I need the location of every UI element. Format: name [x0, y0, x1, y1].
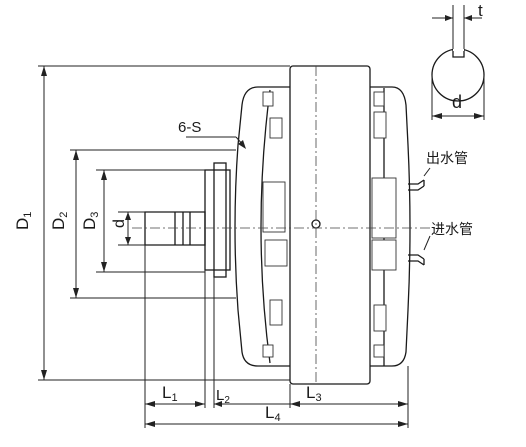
key-detail — [431, 5, 485, 120]
label-L3: L3 — [306, 383, 322, 404]
label-t: t — [478, 1, 483, 20]
dim-D3 — [101, 170, 107, 272]
label-d-key: d — [452, 92, 462, 112]
bolt-leader — [186, 136, 246, 149]
dim-L4 — [145, 421, 408, 427]
label-L4: L4 — [265, 403, 281, 424]
label-D2: D2 — [49, 212, 70, 230]
label-D3: D3 — [80, 212, 101, 230]
dim-L3 — [214, 401, 408, 407]
label-outlet: 出水管 — [426, 150, 468, 166]
label-L2: L2 — [216, 387, 230, 406]
label-L1: L1 — [162, 383, 178, 404]
water-pipes — [408, 179, 425, 266]
label-inlet: 进水管 — [431, 221, 473, 237]
dim-d-side — [125, 212, 131, 245]
brake-body — [144, 65, 425, 385]
outlet-leader — [423, 167, 431, 177]
right-fins — [371, 91, 397, 358]
extension-lines — [38, 65, 290, 381]
dim-D2 — [73, 150, 79, 298]
inlet-leader — [423, 235, 431, 251]
dim-D1 — [41, 66, 47, 380]
left-fins — [262, 91, 288, 358]
label-D1: D1 — [13, 212, 34, 230]
label-bolt: 6-S — [178, 119, 201, 136]
label-d-side: d — [111, 219, 128, 228]
